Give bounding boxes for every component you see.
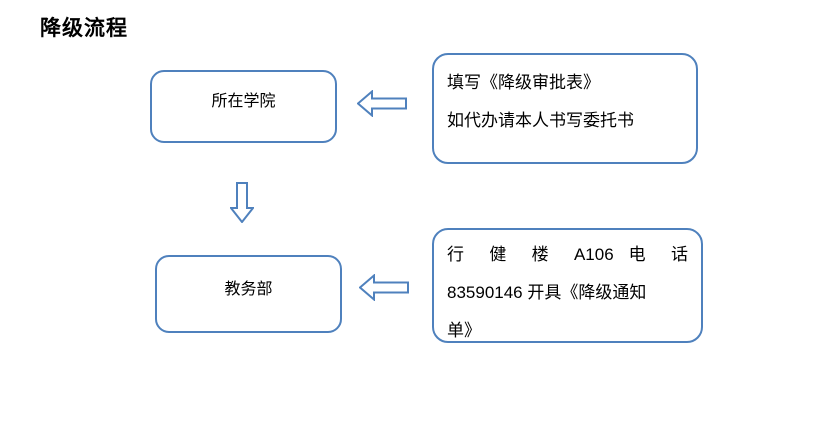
left-arrow-icon — [357, 90, 407, 117]
down-arrow-icon — [230, 182, 254, 223]
flow-node-academic-affairs-label: 教务部 — [224, 281, 273, 298]
note-approval-line-1: 填写《降级审批表》 — [447, 73, 600, 92]
flow-node-academic-affairs: 教务部 — [155, 255, 342, 333]
flow-node-college: 所在学院 — [150, 70, 337, 143]
left-arrow-icon — [359, 274, 409, 301]
note-approval-line-2: 如代办请本人书写委托书 — [447, 111, 634, 130]
note-contact-line-1: 行 健 楼 A106 电 话 — [447, 245, 688, 264]
note-contact-line-3: 单》 — [447, 321, 481, 340]
page-title: 降级流程 — [40, 17, 128, 40]
note-location-phone: 行 健 楼 A106 电 话 83590146 开具《降级通知 单》 — [432, 228, 703, 343]
flow-node-college-label: 所在学院 — [211, 93, 276, 110]
note-approval-form: 填写《降级审批表》 如代办请本人书写委托书 — [432, 53, 698, 164]
note-contact-line-2: 83590146 开具《降级通知 — [447, 283, 647, 302]
